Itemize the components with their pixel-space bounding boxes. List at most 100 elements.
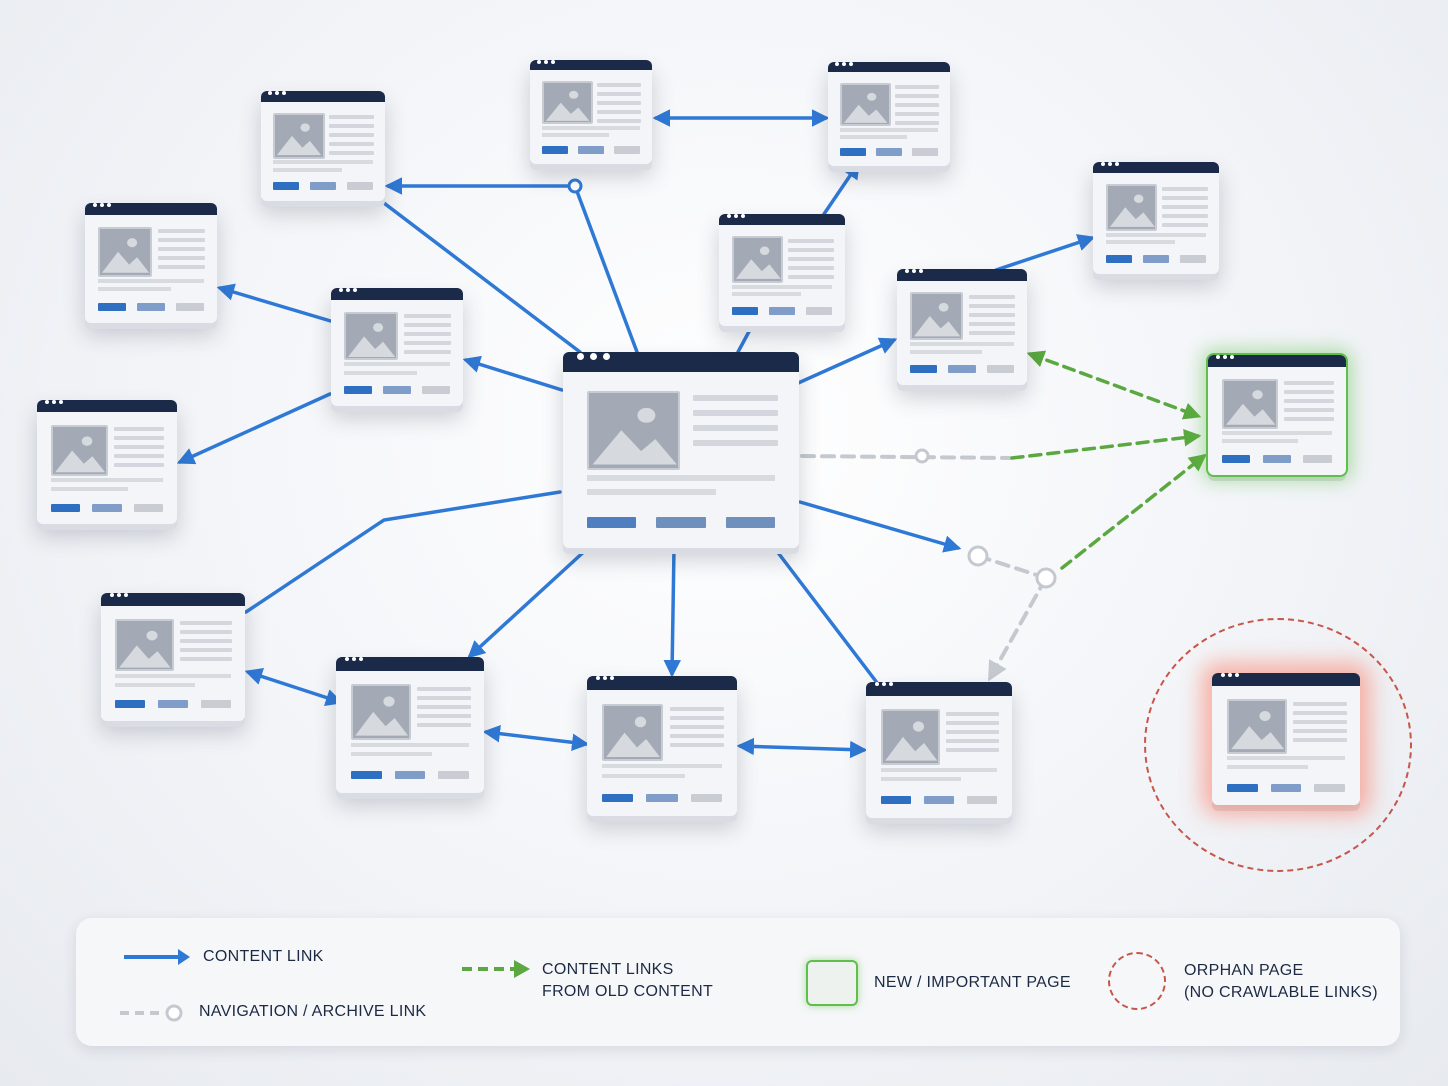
text-line [273, 160, 373, 165]
edge-hub-p13 [774, 548, 880, 686]
text-line [1226, 756, 1346, 761]
button-row [350, 771, 470, 780]
text-lines [403, 313, 452, 359]
image-placeholder-icon [98, 227, 153, 277]
text-line [1221, 439, 1298, 443]
image-placeholder-icon [51, 424, 109, 476]
image-placeholder-icon [840, 82, 891, 127]
window-title-bar [1093, 162, 1219, 174]
content-links [176, 109, 1096, 759]
page-node-p10 [1093, 162, 1219, 274]
nav-node-1 [914, 448, 930, 464]
button-row [51, 503, 163, 512]
edge-hub-p7 [462, 355, 564, 392]
image-placeholder-icon [910, 292, 964, 341]
button-row [273, 182, 373, 190]
legend-important-page-icon [806, 960, 858, 1006]
edge-nav-branch [976, 554, 1048, 580]
window-title-bar [563, 352, 799, 372]
button-row [98, 303, 204, 311]
text-lines [692, 395, 778, 455]
text-line [840, 134, 908, 139]
legend-orphan-page-icon [1108, 952, 1166, 1010]
window-title-bar [828, 62, 950, 73]
text-line [350, 752, 433, 757]
text-line [586, 489, 717, 496]
page-node-p11 [336, 657, 484, 793]
edge-old-p9-important [1026, 350, 1202, 420]
text-line [344, 362, 450, 367]
page-node-p12 [587, 676, 737, 816]
button-row [115, 700, 231, 709]
link-junction-dot [567, 178, 583, 194]
legend-important-page-label: NEW / IMPORTANT PAGE [874, 974, 1071, 991]
image-placeholder-icon [344, 311, 399, 361]
edge-hub-p11 [467, 546, 590, 659]
window-title-bar [866, 682, 1012, 696]
image-placeholder-icon [731, 236, 784, 283]
legend-old-content-label-1: CONTENT LINKS [542, 961, 674, 978]
edge-hub-p12 [663, 546, 681, 678]
legend-old-content-label-2: FROM OLD CONTENT [542, 983, 714, 1000]
text-lines [968, 294, 1016, 340]
legend-content-link-icon [124, 949, 190, 965]
edge-old-p13-important [1060, 453, 1207, 570]
text-line [98, 287, 171, 291]
button-row [910, 365, 1014, 374]
page-node-p4 [85, 203, 217, 323]
text-lines [1283, 381, 1334, 426]
text-line [910, 350, 982, 355]
text-line [98, 278, 204, 283]
text-line [602, 774, 685, 778]
edge-hub-p9 [794, 337, 898, 386]
text-line [51, 486, 128, 491]
window-title-bar [530, 60, 652, 71]
legend-navigation-link-icon [120, 1004, 183, 1022]
text-lines [1162, 186, 1208, 232]
button-row [1221, 455, 1333, 463]
text-lines [895, 84, 939, 130]
page-node-important [1208, 355, 1346, 475]
text-line [910, 342, 1014, 347]
window-title-bar [1208, 355, 1346, 367]
image-placeholder-icon [1226, 699, 1288, 754]
text-lines [1293, 702, 1347, 747]
page-node-p2 [261, 91, 385, 201]
image-placeholder-icon [115, 618, 175, 672]
page-node-p9 [897, 269, 1027, 385]
text-lines [597, 82, 641, 128]
text-line [1226, 765, 1309, 770]
page-node-p5 [37, 400, 177, 524]
nav-node-2 [967, 545, 989, 567]
edge-hub-right [798, 500, 962, 553]
button-row [542, 145, 640, 154]
page-node-orphan [1212, 673, 1360, 805]
orphan-dashed-ring [1144, 618, 1412, 872]
page-node-p7 [331, 288, 463, 406]
text-line [1105, 240, 1175, 245]
text-line [51, 478, 163, 483]
window-title-bar [261, 91, 385, 102]
text-line [344, 370, 417, 375]
window-title-bar [336, 657, 484, 671]
text-line [880, 767, 998, 772]
edge-nav-hub-important [800, 454, 1012, 460]
button-row [602, 794, 722, 802]
button-row [586, 517, 776, 529]
window-title-bar [37, 400, 177, 413]
button-row [1226, 783, 1346, 792]
edge-p6-p11 [244, 668, 344, 706]
text-line [840, 127, 938, 132]
text-line [1221, 430, 1333, 435]
edge-old-hub-important [1010, 428, 1202, 460]
text-lines [180, 621, 233, 666]
text-line [586, 475, 776, 482]
text-line [731, 284, 833, 289]
edge-p2hub-left [378, 198, 582, 354]
legend-orphan-label-1: ORPHAN PAGE [1184, 962, 1304, 979]
image-placeholder-icon [1221, 379, 1279, 429]
text-line [542, 125, 640, 130]
text-line [1105, 232, 1207, 237]
image-placeholder-icon [542, 80, 593, 125]
